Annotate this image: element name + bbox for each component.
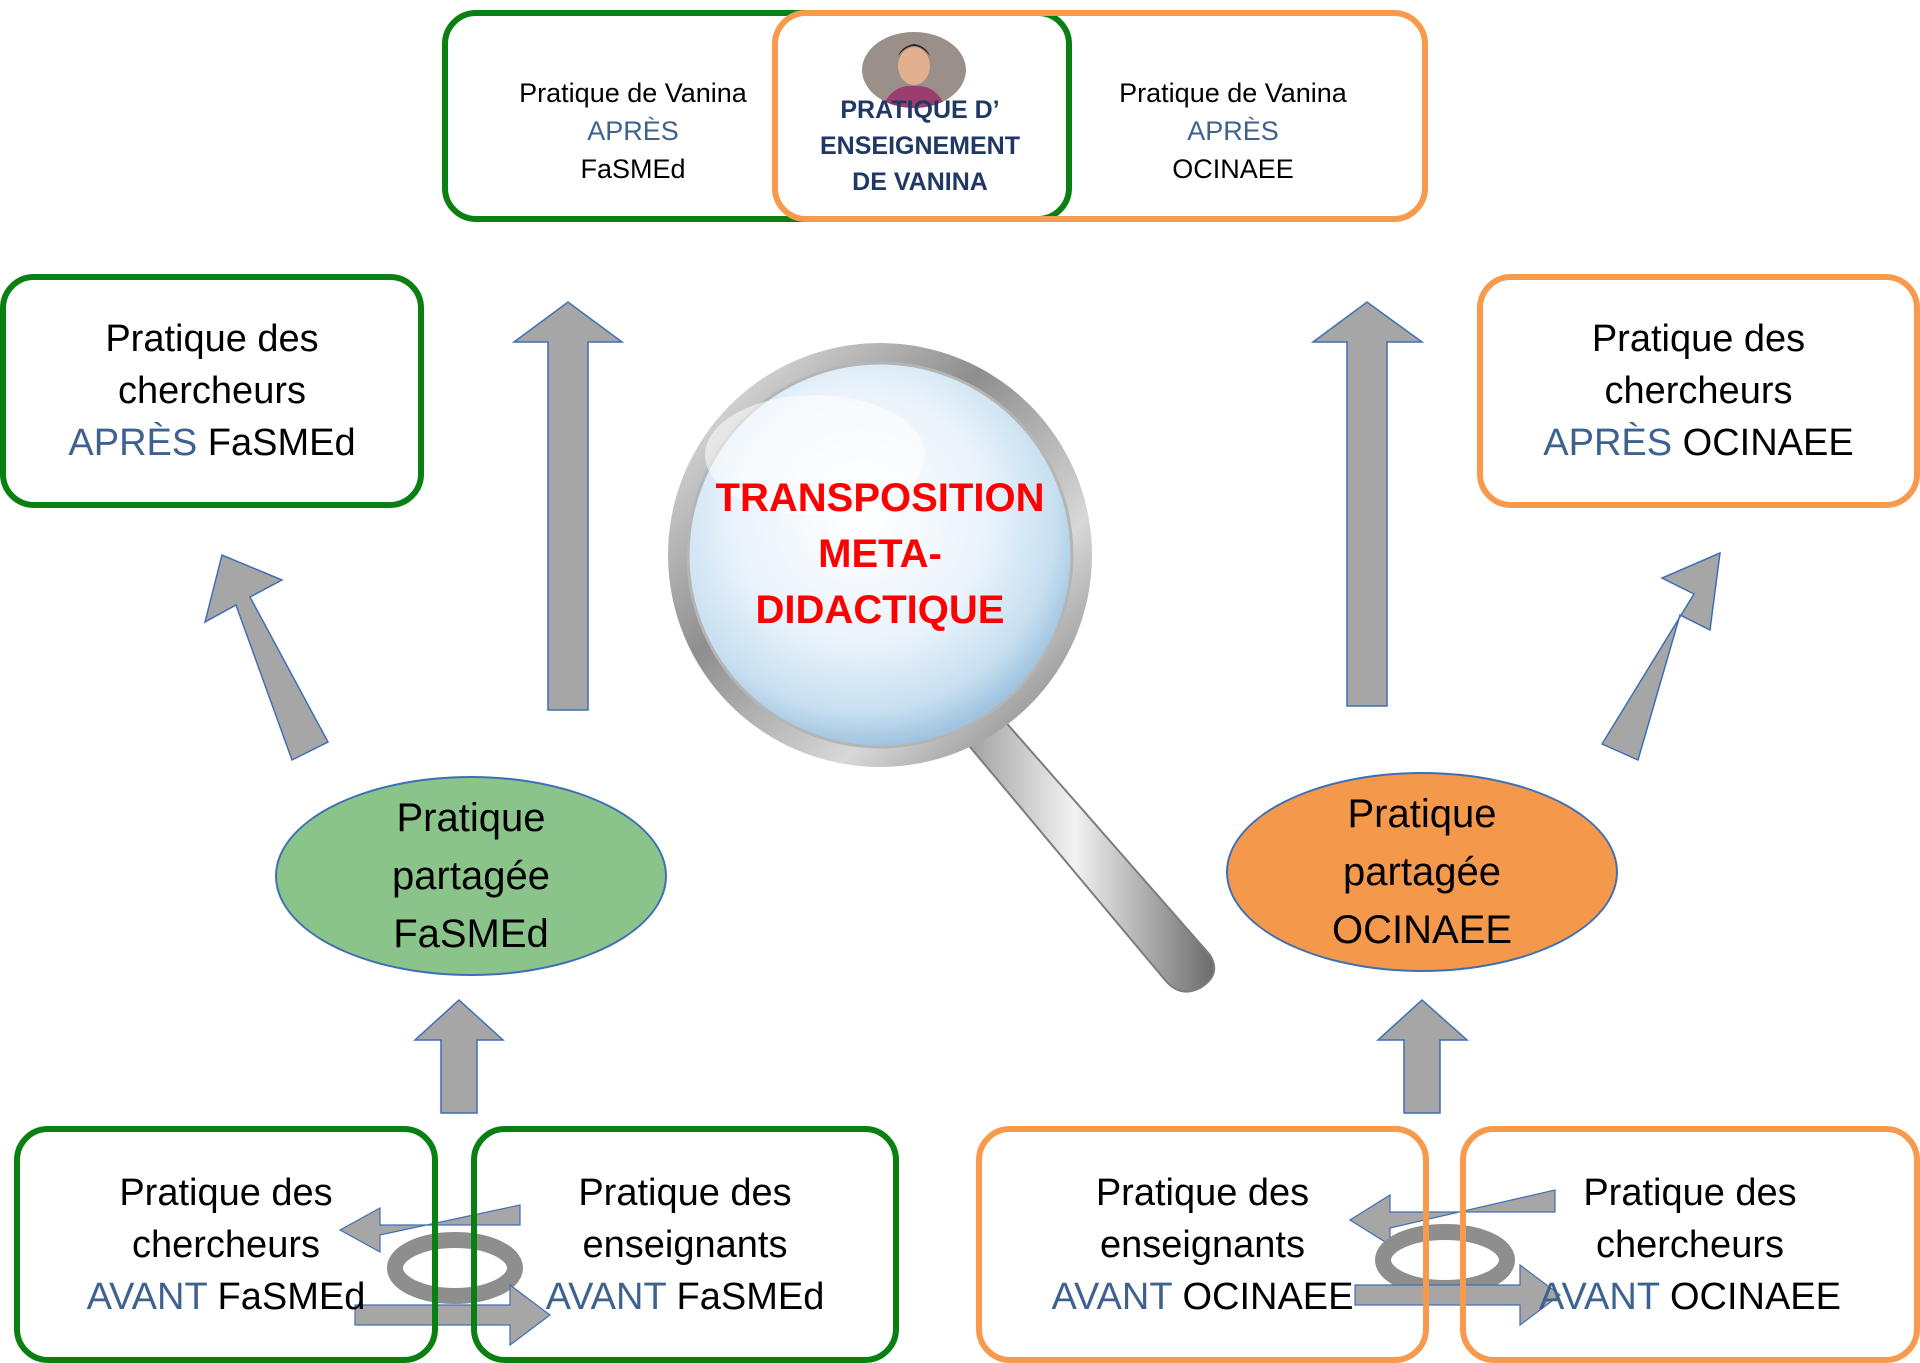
b1-line1: Pratique des [119, 1171, 333, 1214]
shared-practice-fasmed-ellipse: Pratique partagée FaSMEd [275, 776, 667, 976]
magnifier-handle [958, 708, 1216, 993]
mid-right-line1: Pratique des [1591, 318, 1806, 360]
arrow-up-left-tall [511, 301, 625, 711]
top-right-box: Pratique de Vanina APRÈS OCINAEE [772, 10, 1428, 222]
b1-line2: chercheurs [132, 1223, 320, 1266]
researchers-before-ocinaee-box: Pratique des chercheurs AVANT OCINAEE [1460, 1126, 1920, 1363]
b4-line1: Pratique des [1583, 1171, 1797, 1214]
ellipse-right-line3: OCINAEE [1331, 908, 1513, 952]
mid-left-line3: APRÈS FaSMEd [68, 417, 355, 469]
cycle-arrows-right [1348, 1189, 1561, 1327]
b2-line2: enseignants [582, 1223, 788, 1266]
transposition-title: TRANSPOSITION META- DIDACTIQUE [670, 470, 1090, 638]
mid-left-line2: chercheurs [118, 370, 306, 412]
top-left-line1: Pratique de Vanina [519, 78, 747, 108]
b3-before: AVANT [1051, 1275, 1172, 1318]
researchers-before-fasmed-box: Pratique des chercheurs AVANT FaSMEd [14, 1126, 438, 1363]
mid-right-after: APRÈS [1543, 422, 1673, 464]
b1-project: FaSMEd [217, 1275, 366, 1318]
b2-before: AVANT [545, 1275, 666, 1318]
top-right-after: APRÈS [1187, 116, 1279, 146]
mid-right-line3: APRÈS OCINAEE [1543, 417, 1853, 469]
b3-line1: Pratique des [1095, 1171, 1310, 1214]
b4-before: AVANT [1539, 1275, 1660, 1318]
transposition-line2: META- [818, 532, 942, 576]
b1-before: AVANT [86, 1275, 207, 1318]
top-left-box: Pratique de Vanina APRÈS FaSMEd [442, 10, 1072, 222]
b4-project: OCINAEE [1669, 1275, 1841, 1318]
arrow-up-right-tall [1310, 301, 1425, 707]
vanina-title-line3: DE VANINA [852, 168, 988, 196]
researchers-after-fasmed-box: Pratique des chercheurs APRÈS FaSMEd [0, 274, 424, 508]
arrow-diag-left [203, 553, 330, 762]
transposition-line3: DIDACTIQUE [755, 588, 1005, 632]
arrow-up-left-short [413, 998, 505, 1114]
ellipse-left-line1: Pratique [396, 796, 546, 840]
vanina-avatar [862, 32, 966, 108]
mid-right-line2: chercheurs [1604, 370, 1793, 412]
researchers-after-ocinaee-box: Pratique des chercheurs APRÈS OCINAEE [1477, 274, 1920, 508]
top-left-after: APRÈS [587, 116, 679, 146]
b2-project: FaSMEd [676, 1275, 825, 1318]
top-left-project: FaSMEd [580, 154, 686, 184]
ellipse-right-line1: Pratique [1347, 792, 1497, 836]
mid-right-project: OCINAEE [1682, 422, 1854, 464]
ellipse-right-line2: partagée [1343, 850, 1501, 894]
b3-project: OCINAEE [1182, 1275, 1354, 1318]
mid-left-line1: Pratique des [105, 318, 319, 360]
mid-left-project: FaSMEd [207, 422, 356, 464]
vanina-practice-title: PRATIQUE D’ ENSEIGNEMENT DE VANINA [780, 92, 1060, 200]
mid-left-after: APRÈS [68, 422, 198, 464]
arrow-up-right-short [1376, 998, 1469, 1114]
b4-line3: AVANT OCINAEE [1539, 1271, 1841, 1323]
teachers-before-fasmed-box: Pratique des enseignants AVANT FaSMEd [471, 1126, 899, 1363]
transposition-line1: TRANSPOSITION [715, 476, 1045, 520]
teachers-before-ocinaee-box: Pratique des enseignants AVANT OCINAEE [976, 1126, 1429, 1363]
arrow-diag-right [1600, 551, 1721, 762]
vanina-title-line2: ENSEIGNEMENT [819, 132, 1021, 160]
ellipse-left-line3: FaSMEd [393, 912, 549, 956]
b4-line2: chercheurs [1596, 1223, 1784, 1266]
top-right-project: OCINAEE [1172, 154, 1294, 184]
ellipse-left-line2: partagée [392, 854, 550, 898]
top-right-line1: Pratique de Vanina [1119, 78, 1347, 108]
b2-line3: AVANT FaSMEd [546, 1271, 825, 1323]
shared-practice-ocinaee-ellipse: Pratique partagée OCINAEE [1226, 772, 1618, 972]
b3-line2: enseignants [1100, 1223, 1305, 1266]
b2-line1: Pratique des [578, 1171, 792, 1214]
b1-line3: AVANT FaSMEd [87, 1271, 366, 1323]
b3-line3: AVANT OCINAEE [1052, 1271, 1354, 1323]
vanina-title-line1: PRATIQUE D’ [840, 96, 1000, 124]
